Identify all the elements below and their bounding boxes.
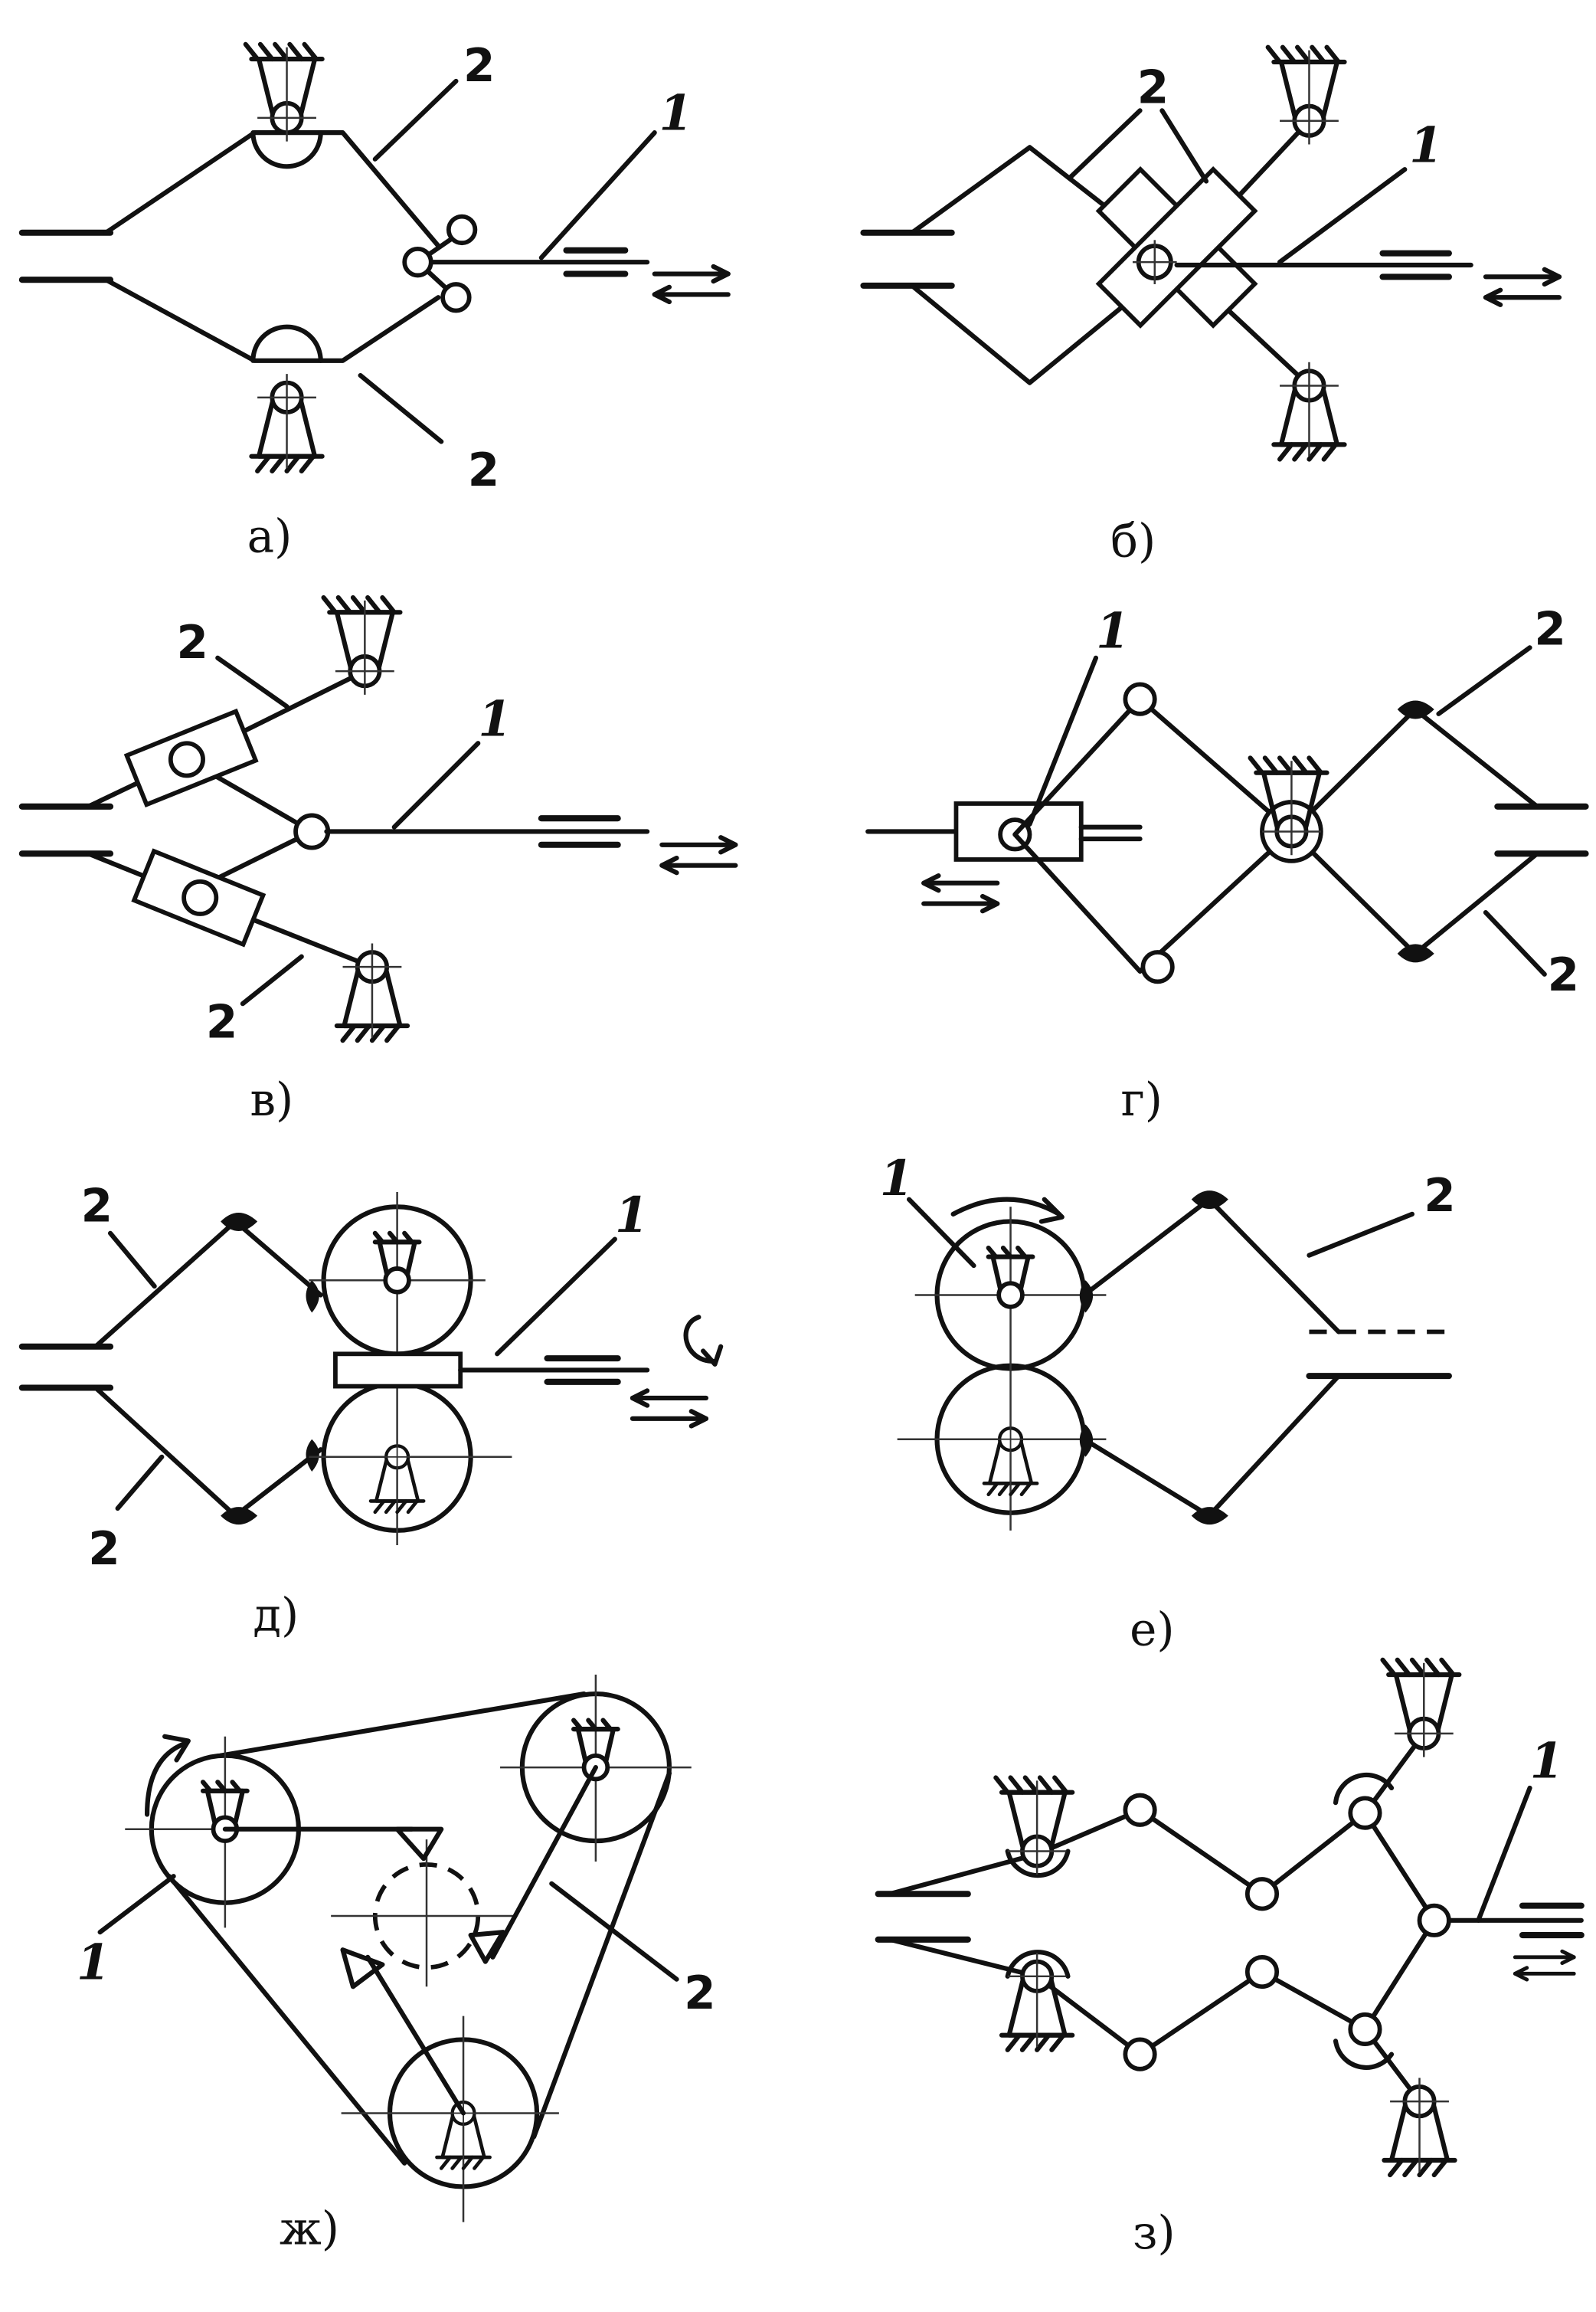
part-1-label: 1 bbox=[880, 1149, 914, 1207]
panel-g: 1 2 2 г) bbox=[865, 601, 1589, 1127]
part-1-label: 1 bbox=[659, 84, 692, 141]
part-1-label: 1 bbox=[478, 690, 512, 748]
panel-a: 1 2 2 а) bbox=[22, 40, 728, 564]
part-1-label: 1 bbox=[615, 1186, 649, 1243]
part-1-label: 1 bbox=[1530, 1732, 1564, 1790]
panel-d: 1 2 2 д) bbox=[22, 1180, 724, 1642]
panel-e: 1 2 е) bbox=[880, 1149, 1456, 1657]
part-1-label: 1 bbox=[1409, 116, 1443, 174]
part-1-label: 1 bbox=[1096, 601, 1130, 659]
panel-label-d: д) bbox=[253, 1589, 299, 1642]
part-2-label: 2 bbox=[1548, 949, 1579, 1002]
panel-v: 1 2 2 в) bbox=[22, 598, 736, 1127]
part-2-label: 2 bbox=[463, 40, 495, 93]
part-2-label: 2 bbox=[206, 996, 237, 1049]
panel-zh: 1 2 ж) bbox=[77, 1675, 716, 2255]
part-2-label: 2 bbox=[1424, 1170, 1455, 1223]
part-1-label: 1 bbox=[77, 1934, 110, 1991]
panel-b: 1 2 б) bbox=[863, 47, 1559, 568]
part-2-label: 2 bbox=[1534, 604, 1565, 657]
panel-label-z: з) bbox=[1133, 2207, 1176, 2260]
panel-label-a: а) bbox=[247, 511, 293, 564]
panel-label-v: в) bbox=[250, 1074, 294, 1127]
panel-label-e: е) bbox=[1130, 1604, 1174, 1657]
panel-z: 1 з) bbox=[875, 1660, 1585, 2260]
part-2-label: 2 bbox=[88, 1523, 119, 1576]
part-2-label: 2 bbox=[468, 444, 499, 497]
panel-label-zh: ж) bbox=[280, 2202, 339, 2255]
part-2-label: 2 bbox=[684, 1967, 715, 2020]
part-2-label: 2 bbox=[176, 617, 208, 670]
part-2-label: 2 bbox=[1137, 62, 1169, 115]
panel-label-g: г) bbox=[1121, 1074, 1163, 1127]
part-2-label: 2 bbox=[81, 1180, 113, 1233]
panel-label-b: б) bbox=[1110, 515, 1156, 568]
